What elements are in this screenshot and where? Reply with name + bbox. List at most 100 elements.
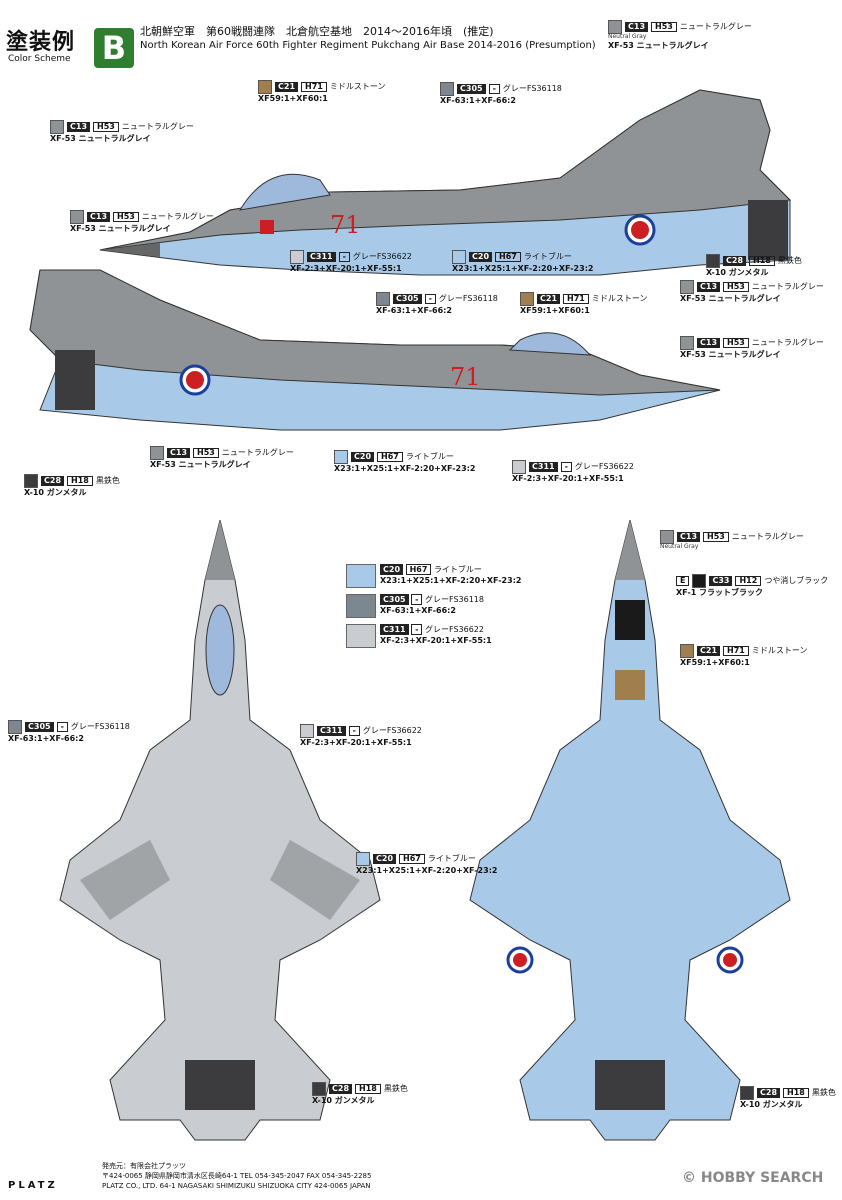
paint-callout-c311-topview: C311-グレーFS36622 XF-2:3+XF-20:1+XF-55:1 xyxy=(300,724,422,748)
color-scheme-label-en: Color Scheme xyxy=(8,54,71,64)
paint-code: C21 xyxy=(537,293,561,305)
swatch-icon xyxy=(312,1082,326,1096)
swatch-icon xyxy=(258,80,272,94)
footer-line-3: PLATZ CO., LTD. 64-1 NAGASAKI SHIMIZUKU … xyxy=(102,1181,371,1190)
paint-mix: X-10 ガンメタル xyxy=(740,1100,803,1109)
swatch-icon xyxy=(608,20,622,34)
paint-code: C20 xyxy=(373,853,397,865)
paint-name-jp: グレーFS36622 xyxy=(574,461,634,471)
side-view-upper: 71 xyxy=(99,89,792,276)
swatch-icon xyxy=(680,280,694,294)
paint-mix: XF-53 ニュートラルグレイ xyxy=(150,460,251,469)
swatch-icon xyxy=(440,82,454,96)
paint-name-jp: ニュートラルグレー xyxy=(731,531,804,541)
paint-h-code: H67 xyxy=(399,853,425,865)
swatch-icon xyxy=(680,336,694,350)
paint-h-code: H71 xyxy=(723,645,749,657)
paint-code: C21 xyxy=(275,81,299,93)
paint-mix: XF-63:1+XF-66:2 xyxy=(8,734,84,743)
paint-name-jp: ミドルストーン xyxy=(591,293,648,303)
paint-mix: X-10 ガンメタル xyxy=(24,488,87,497)
paint-name-jp: 黒鉄色 xyxy=(811,1087,836,1097)
paint-code: C311 xyxy=(380,624,409,635)
paint-h-code: - xyxy=(411,624,423,635)
paint-callout-c311-lower: C311-グレーFS36622 XF-2:3+XF-20:1+XF-55:1 xyxy=(512,460,634,484)
swatch-icon xyxy=(300,724,314,738)
paint-code: C13 xyxy=(625,21,649,33)
swatch-icon xyxy=(520,292,534,306)
paint-name-jp: グレーFS36118 xyxy=(425,595,484,604)
paint-name-jp: ミドルストーン xyxy=(329,81,386,91)
paint-h-code: H18 xyxy=(749,255,775,267)
paint-code: C28 xyxy=(329,1083,353,1095)
paint-mix: XF-2:3+XF-20:1+XF-55:1 xyxy=(300,738,412,747)
swatch-icon xyxy=(512,460,526,474)
swatch-icon xyxy=(290,250,304,264)
side-view-lower: 71 xyxy=(29,269,721,431)
paint-code: C28 xyxy=(41,475,65,487)
paint-code: C33 xyxy=(709,575,733,587)
top-view-illustration xyxy=(59,520,381,1141)
paint-name-jp: グレーFS36118 xyxy=(502,83,562,93)
paint-h-code: H12 xyxy=(735,575,762,587)
swatch-icon xyxy=(356,852,370,866)
paint-code: C13 xyxy=(167,447,191,459)
paint-mix: XF-53 ニュートラルグレイ xyxy=(680,350,781,359)
paint-name-jp: ライトブルー xyxy=(405,451,454,461)
color-scheme-label-jp: 塗装例 xyxy=(6,30,76,55)
paint-mix: XF-53 ニュートラルグレイ xyxy=(608,40,709,50)
paint-h-code: H53 xyxy=(723,337,749,349)
paint-h-code: H18 xyxy=(67,475,93,487)
scheme-letter-badge: B xyxy=(94,28,134,68)
paint-name-jp: グレーFS36622 xyxy=(352,251,412,261)
paint-name-jp: ニュートラルグレー xyxy=(679,21,752,31)
swatch-icon xyxy=(50,120,64,134)
swatch-icon xyxy=(334,450,348,464)
paint-mix: X23:1+X25:1+XF-2:20+XF-23:2 xyxy=(334,464,476,473)
scheme-title-en: North Korean Air Force 60th Fighter Regi… xyxy=(140,40,596,51)
paint-code: C28 xyxy=(757,1087,781,1099)
swatch-icon xyxy=(24,474,38,488)
paint-name-jp: ニュートラルグレー xyxy=(751,337,824,347)
paint-code: C311 xyxy=(317,725,346,737)
paint-name-jp: ニュートラルグレー xyxy=(751,281,824,291)
paint-h-code: - xyxy=(424,293,436,305)
hobby-search-watermark: © HOBBY SEARCH xyxy=(682,1170,824,1186)
platz-logo: PLATZ xyxy=(8,1180,58,1191)
paint-h-code: - xyxy=(488,83,500,95)
paint-mix: XF-63:1+XF-66:2 xyxy=(380,606,456,615)
paint-name-en: Neutral Gray xyxy=(660,543,699,550)
paint-h-code: - xyxy=(411,594,423,605)
paint-mix: XF59:1+XF60:1 xyxy=(258,94,328,103)
swatch-icon xyxy=(346,564,376,588)
footer-line-2: 〒424-0065 静岡県静岡市清水区長崎64-1 TEL 054-345-20… xyxy=(102,1171,372,1180)
swatch-icon xyxy=(706,254,720,268)
paint-code: C20 xyxy=(469,251,493,263)
paint-name-jp: ニュートラルグレー xyxy=(221,447,294,457)
paint-mix: XF-1 フラットブラック xyxy=(676,588,764,597)
swatch-icon xyxy=(150,446,164,460)
swatch-icon xyxy=(692,574,707,588)
paint-callout-c305-lower: C305-グレーFS36118 XF-63:1+XF-66:2 xyxy=(376,292,498,316)
paint-name-jp: グレーFS36118 xyxy=(70,721,130,731)
paint-callout-c305-topview: C305-グレーFS36118 XF-63:1+XF-66:2 xyxy=(8,720,130,744)
paint-code: C305 xyxy=(25,721,54,733)
swatch-icon xyxy=(376,292,390,306)
paint-code: C13 xyxy=(677,531,701,543)
paint-mix: XF-53 ニュートラルグレイ xyxy=(50,134,151,143)
paint-name-jp: 黒鉄色 xyxy=(95,475,120,485)
paint-h-code: H53 xyxy=(723,281,749,293)
paint-mix: XF59:1+XF60:1 xyxy=(680,658,750,667)
paint-name-en: Neutral Gray xyxy=(608,33,647,40)
paint-name-jp: 黒鉄色 xyxy=(383,1083,408,1093)
paint-e-code: E xyxy=(676,575,690,587)
paint-mix: XF-2:3+XF-20:1+XF-55:1 xyxy=(290,264,402,273)
paint-name-jp: ライトブルー xyxy=(427,853,476,863)
